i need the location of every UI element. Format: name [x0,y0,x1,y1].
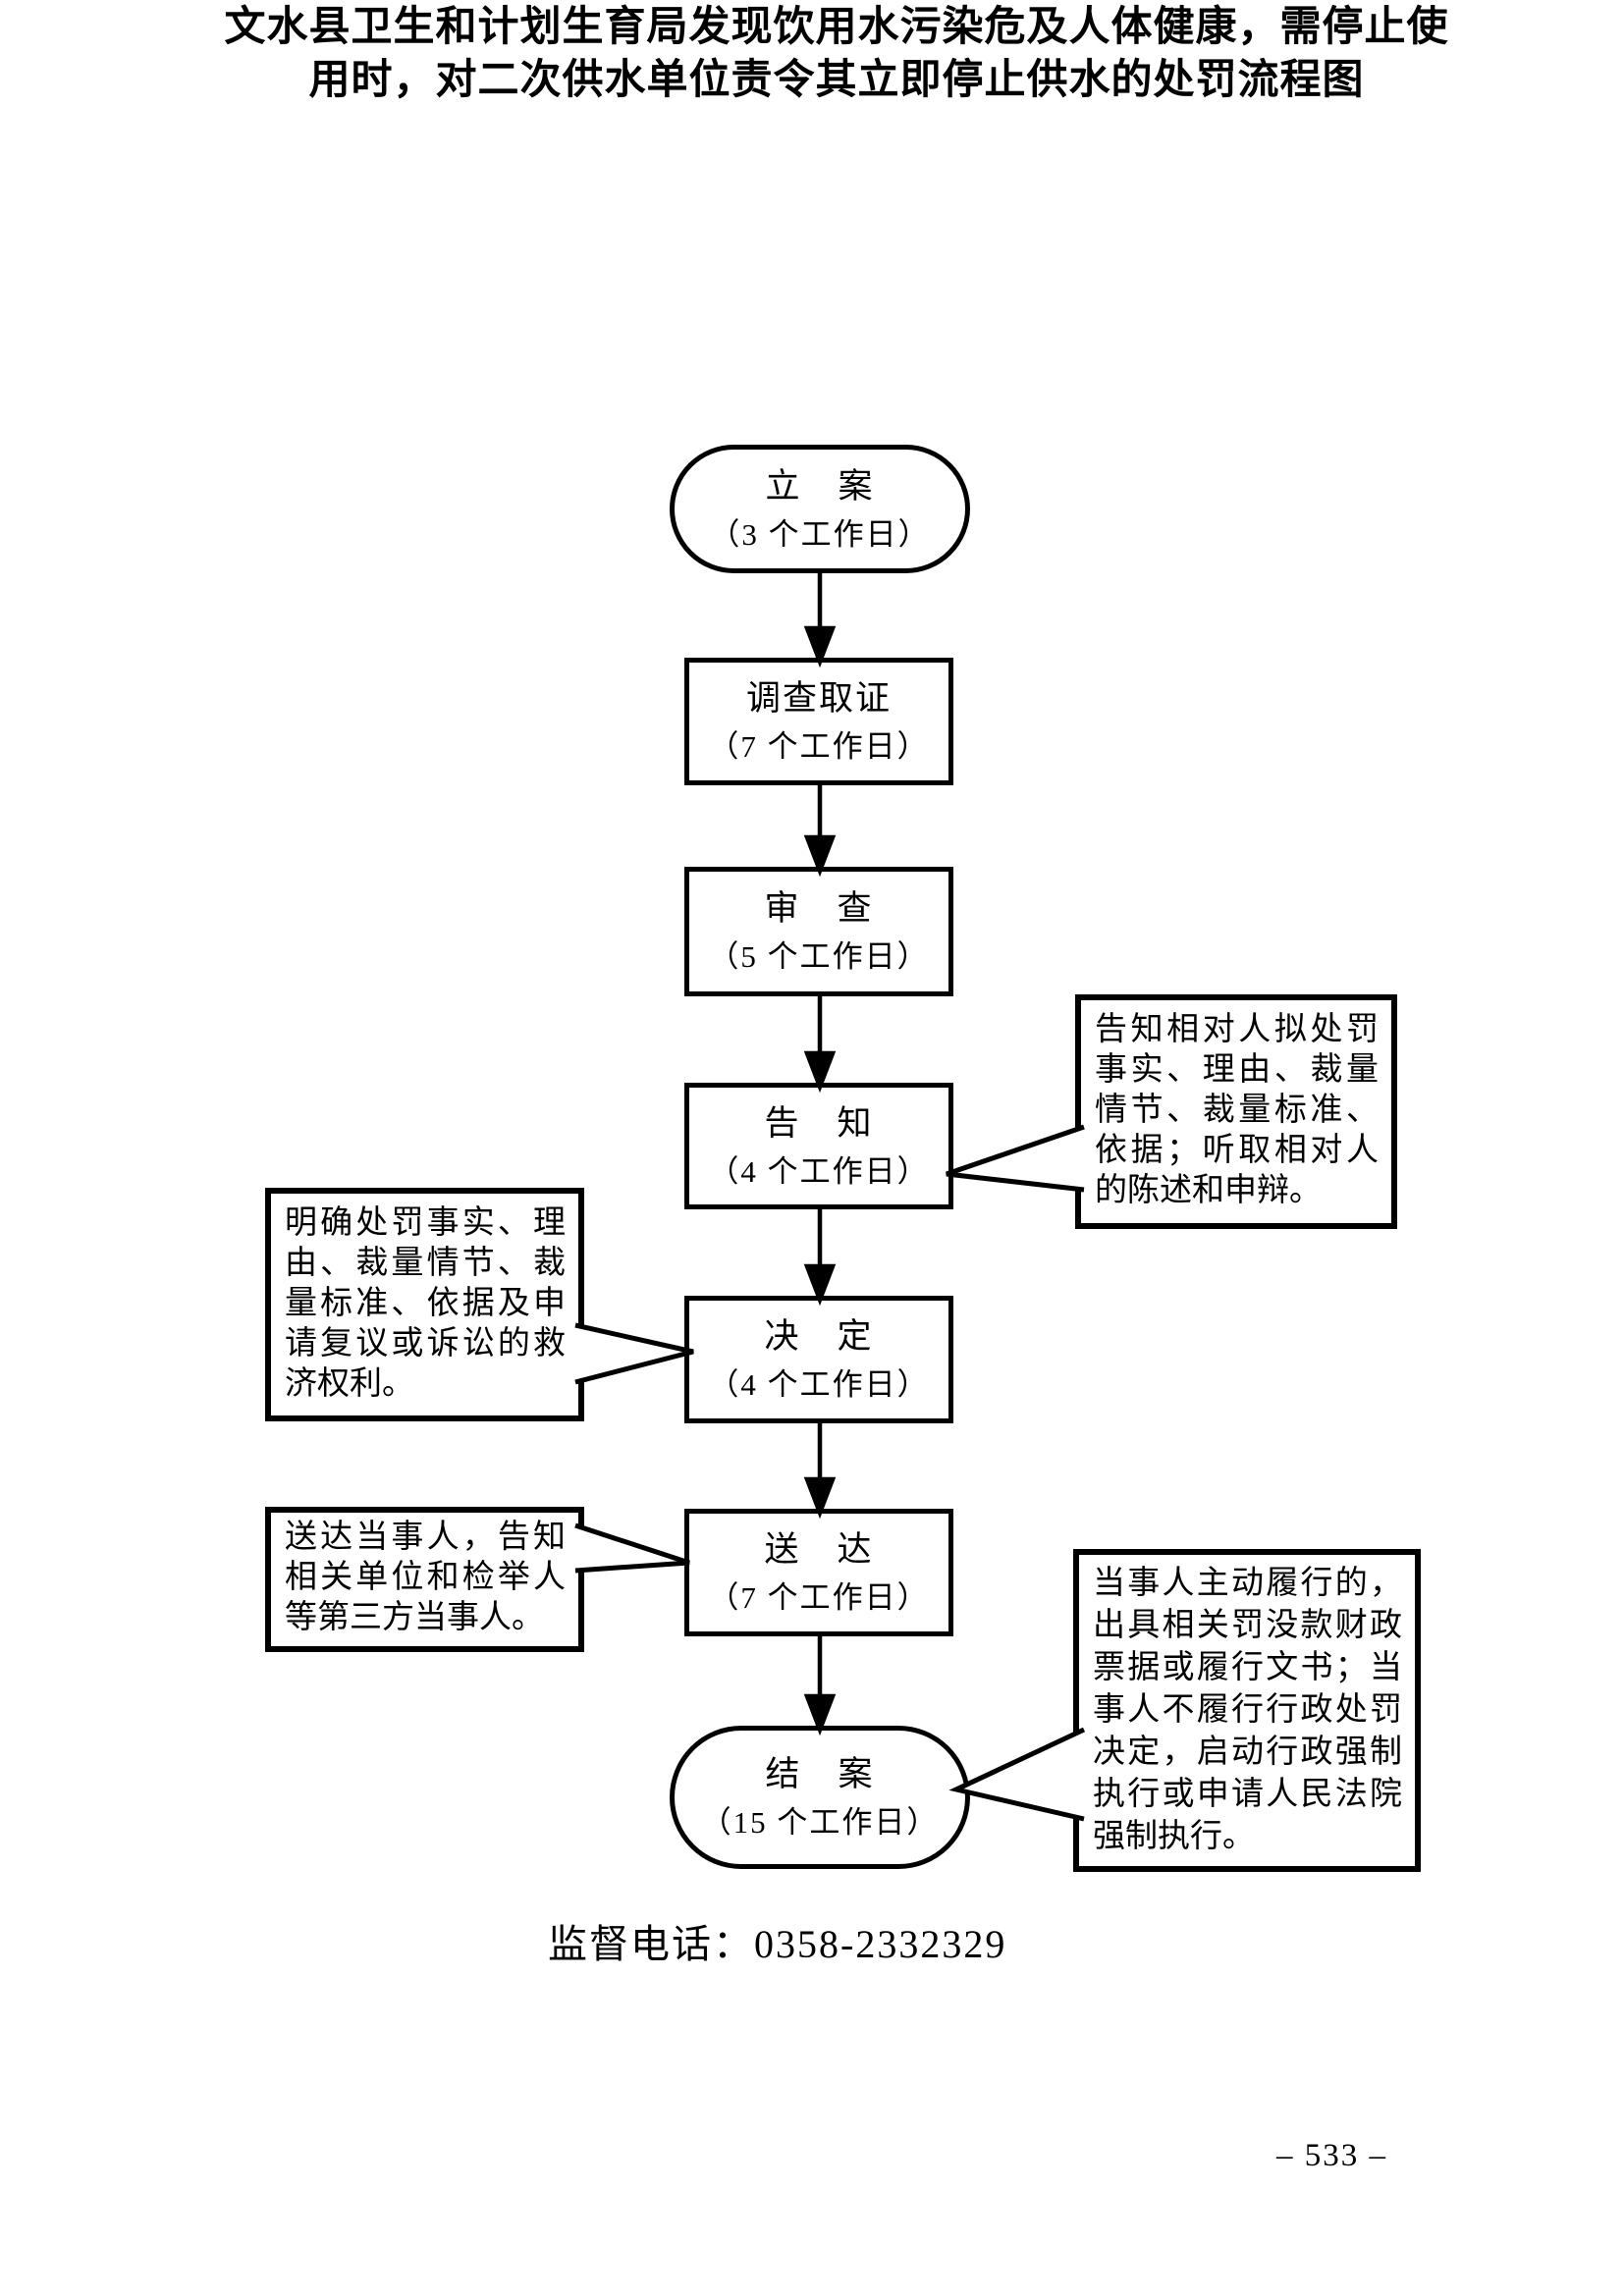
callout-tail-delivery [574,1522,690,1574]
node-case-filing-duration: （3 个工作日） [709,516,931,552]
node-delivery-label: 送 达 [764,1530,874,1569]
node-notification: 告 知 （4 个工作日） [684,1083,953,1209]
node-case-closing-duration: （15 个工作日） [700,1805,940,1840]
node-investigation-label: 调查取证 [745,679,892,718]
node-decision-duration: （4 个工作日） [708,1367,930,1402]
down-arrow-head-3 [803,1050,837,1094]
node-notification-duration: （4 个工作日） [708,1153,930,1189]
callout-notification-note: 告知相对人拟处罚事实、理由、裁量情节、裁量标准、依据；听取相对人的陈述和申辩。 [1075,994,1397,1229]
page-number: – 533 – [1276,2138,1387,2173]
node-case-filing-label: 立 案 [765,466,875,506]
supervision-hotline: 监督电话：0358-2332329 [548,1922,1007,1966]
node-case-filing: 立 案 （3 个工作日） [670,445,970,573]
callout-closing-note: 当事人主动履行的，出具相关罚没款财政票据或履行文书；当事人不履行行政处罚决定，启… [1073,1549,1421,1872]
node-notification-label: 告 知 [764,1103,874,1143]
node-case-closing: 结 案 （15 个工作日） [670,1726,970,1869]
down-arrow-head-5 [803,1476,837,1520]
page-title-line1: 文水县卫生和计划生育局发现饮用水污染危及人体健康，需停止使 [224,3,1449,49]
node-review-duration: （5 个工作日） [708,939,930,974]
page-title-line2: 用时，对二次供水单位责令其立即停止供水的处罚流程图 [308,56,1365,102]
down-arrow-head-2 [803,834,837,878]
callout-decision-note: 明确处罚事实、理由、裁量情节、裁量标准、依据及申请复议或诉讼的救济权利。 [265,1188,584,1421]
node-delivery-duration: （7 个工作日） [708,1580,930,1615]
callout-tail-decision [574,1322,694,1385]
node-review: 审 查 （5 个工作日） [684,867,953,996]
callout-tail-notification [946,1124,1085,1193]
node-review-label: 审 查 [764,889,874,928]
callout-pointer-tails [574,1124,1086,1822]
node-investigation-duration: （7 个工作日） [708,729,930,764]
node-delivery: 送 达 （7 个工作日） [684,1509,953,1636]
page-title: 文水县卫生和计划生育局发现饮用水污染危及人体健康，需停止使 用时，对二次供水单位… [25,0,1624,106]
node-case-closing-label: 结 案 [765,1755,875,1793]
down-arrow-head-1 [803,625,837,668]
node-investigation: 调查取证 （7 个工作日） [684,658,953,785]
down-arrow-head-4 [803,1263,837,1307]
callout-delivery-note: 送达当事人，告知相关单位和检举人等第三方当事人。 [265,1507,584,1652]
node-decision-label: 决 定 [764,1317,874,1356]
callout-tail-closing [948,1727,1086,1822]
down-arrow-head-6 [803,1693,837,1736]
node-decision: 决 定 （4 个工作日） [684,1296,953,1423]
